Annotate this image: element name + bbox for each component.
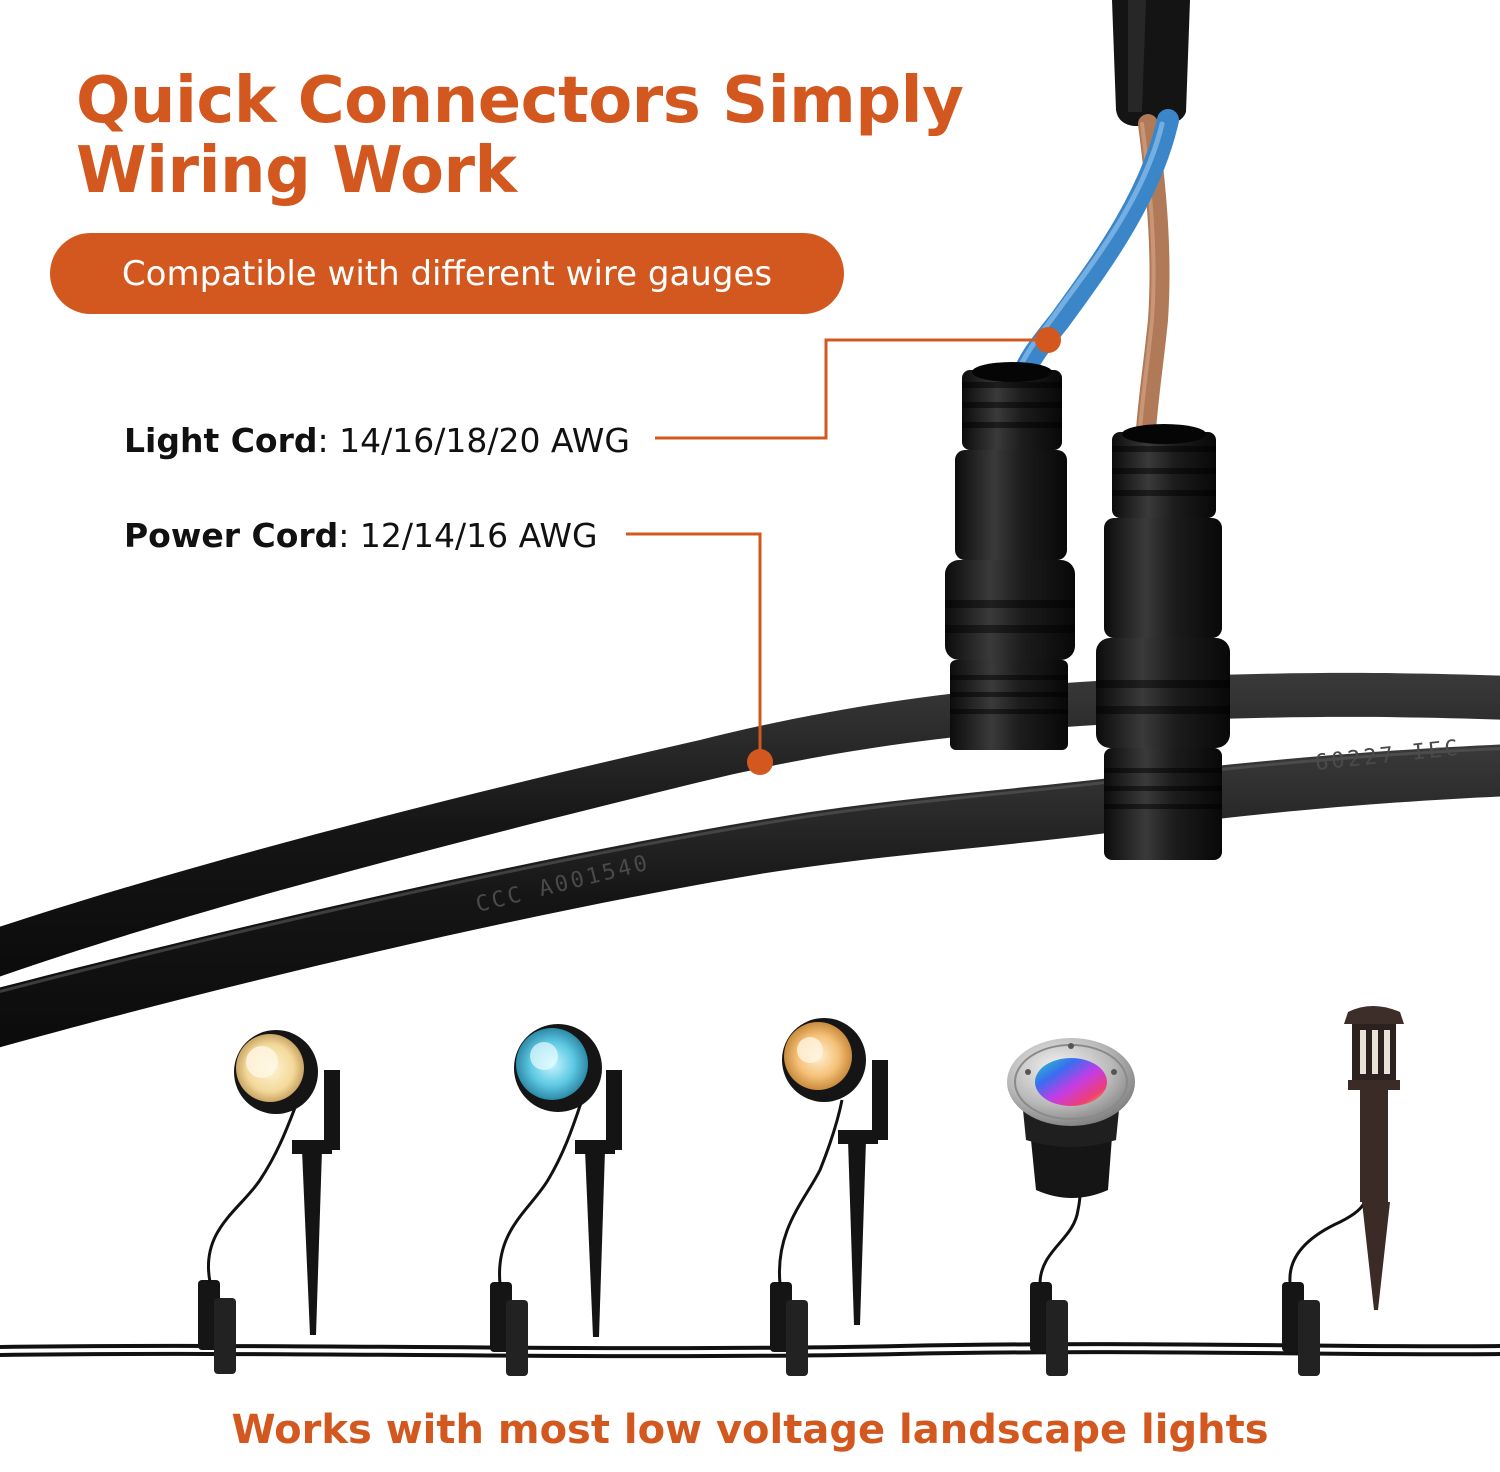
mini-connector <box>770 1282 808 1376</box>
light-cord-spec: Light Cord: 14/16/18/20 AWG <box>124 421 630 460</box>
page-title: Quick Connectors Simply Wiring Work <box>76 64 964 208</box>
title-line-1: Quick Connectors Simply <box>76 64 964 138</box>
in-ground-light-icon <box>1007 1038 1135 1285</box>
mini-connector <box>1282 1282 1320 1376</box>
spotlight-amber-icon <box>777 1018 888 1325</box>
compatibility-badge: Compatible with different wire gauges <box>50 233 844 314</box>
power-cord-label: Power Cord <box>124 516 339 555</box>
spotlight-warm-icon <box>207 1030 340 1335</box>
light-cord-marker <box>1035 327 1061 353</box>
spotlight-cyan-icon <box>498 1024 622 1337</box>
callout-lines <box>626 327 1061 775</box>
mini-connector <box>1030 1282 1068 1376</box>
path-light-icon <box>1288 1006 1404 1310</box>
mini-connector <box>490 1282 528 1376</box>
power-cord-spec: Power Cord: 12/14/16 AWG <box>124 516 598 555</box>
mini-connector <box>198 1280 236 1374</box>
connector-left <box>945 362 1075 750</box>
power-cord-value: : 12/14/16 AWG <box>338 516 598 555</box>
light-cord-value: : 14/16/18/20 AWG <box>317 421 630 460</box>
run-connectors <box>198 1280 1320 1376</box>
main-cable: CCC A001540 60227 IEC <box>0 672 1500 1048</box>
power-cord-marker <box>747 749 773 775</box>
connector-right <box>1096 424 1230 860</box>
footer-tagline: Works with most low voltage landscape li… <box>231 1407 1269 1453</box>
light-cord-label: Light Cord <box>124 421 318 460</box>
source-cable <box>1011 0 1190 440</box>
title-line-2: Wiring Work <box>76 134 517 208</box>
